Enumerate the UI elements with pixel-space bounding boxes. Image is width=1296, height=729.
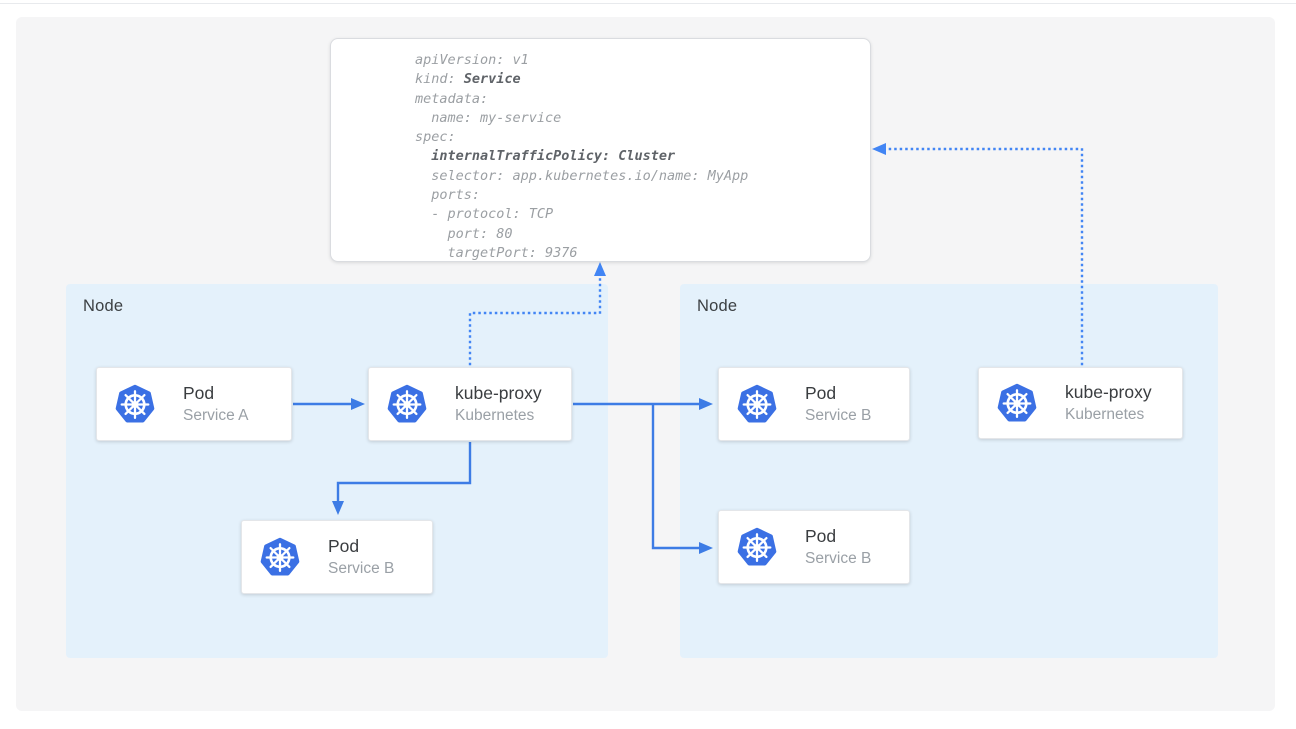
card-pod-service-b-right-top: Pod Service B [718, 367, 910, 441]
card-title: kube-proxy [1065, 382, 1152, 402]
yaml-line: port: 80 [415, 225, 513, 242]
card-title: Pod [805, 383, 837, 403]
node-label: Node [697, 297, 738, 315]
kubernetes-icon [114, 383, 156, 425]
kubernetes-icon [736, 383, 778, 425]
kubernetes-icon [386, 383, 428, 425]
dotted-kube-proxy-right-to-service-yaml [886, 147, 1084, 366]
card-title: Pod [183, 383, 215, 403]
card-kube-proxy-left: kube-proxy Kubernetes [368, 367, 572, 441]
service-yaml-code: apiVersion: v1 kind: Service metadata: nam… [415, 51, 860, 263]
card-title: Pod [328, 536, 360, 556]
kubernetes-icon [736, 526, 778, 568]
card-title: Pod [805, 526, 837, 546]
yaml-line: metadata: [415, 90, 489, 107]
dotted-kube-proxy-left-to-service-yaml [468, 274, 602, 366]
yaml-line: selector: app.kubernetes.io/name: MyApp [415, 167, 749, 184]
kubernetes-icon [259, 536, 301, 578]
card-subtitle: Service B [805, 407, 872, 424]
card-subtitle: Kubernetes [1065, 406, 1145, 423]
card-pod-service-b-right-bottom: Pod Service B [718, 510, 910, 584]
card-subtitle: Service A [183, 407, 249, 424]
node-left: Node [66, 284, 608, 658]
card-title: kube-proxy [455, 383, 542, 403]
service-yaml-card: apiVersion: v1 kind: Service metadata: nam… [330, 38, 871, 262]
card-pod-service-b-left: Pod Service B [241, 520, 433, 594]
yaml-line: - protocol: TCP [415, 206, 554, 223]
arrow-kube-proxy-to-pod-b-right-bottom [651, 404, 713, 554]
node-label: Node [83, 297, 124, 315]
yaml-line: apiVersion: v1 [415, 52, 529, 68]
kubernetes-icon [996, 382, 1038, 424]
card-subtitle: Service B [328, 560, 395, 577]
top-divider [0, 3, 1296, 4]
yaml-line: kind: Service [415, 71, 521, 88]
node-right: Node [680, 284, 1218, 658]
card-pod-service-a: Pod Service A [96, 367, 292, 441]
arrow-kube-proxy-to-pod-b-left [332, 442, 472, 515]
card-subtitle: Service B [805, 550, 872, 567]
yaml-line: internalTrafficPolicy: Cluster [431, 148, 676, 165]
card-kube-proxy-right: kube-proxy Kubernetes [978, 367, 1183, 439]
yaml-line: spec: [415, 129, 456, 146]
yaml-line: ports: [415, 187, 481, 204]
yaml-line: targetPort: 9376 [415, 244, 578, 261]
card-subtitle: Kubernetes [455, 407, 535, 424]
yaml-line: name: my-service [415, 109, 562, 126]
dotted-arrowhead-up [594, 262, 606, 276]
dotted-arrowhead-left [872, 143, 886, 155]
